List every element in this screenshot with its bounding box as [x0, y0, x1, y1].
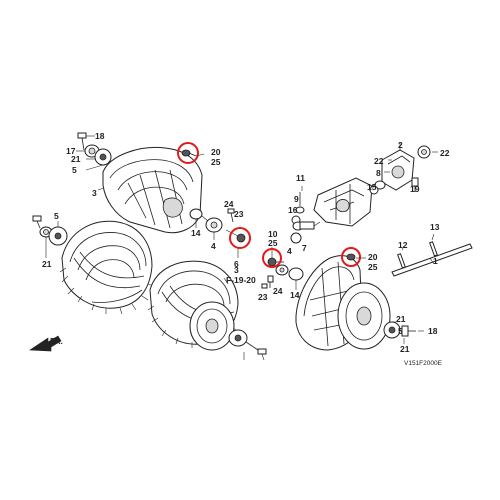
leader-lines [97, 153, 366, 285]
highlight-circle-bolt-20-right [341, 247, 361, 267]
drawing-code: V151F2000E [404, 360, 443, 367]
auger-shaft [391, 233, 473, 277]
part-label-2: 2 [398, 140, 403, 150]
part-label-21: 21 [71, 154, 81, 164]
part-label-24: 24 [273, 286, 283, 296]
highlight-circle-bolt-20-upper [177, 142, 199, 164]
bearing-stack-upper-left [76, 132, 112, 171]
part-label-1: 1 [433, 256, 438, 266]
part-label-14: 14 [290, 290, 300, 300]
part-label-25: 25 [368, 262, 378, 272]
bearing-stack-right [392, 321, 424, 344]
part-label-21: 21 [396, 314, 406, 324]
chute-base-assembly [369, 142, 438, 195]
impeller-disk-center [189, 301, 267, 361]
part-label-19: 19 [410, 184, 420, 194]
auger-blade-left [59, 220, 155, 315]
auger-housing-upper [102, 146, 203, 234]
part-label-22: 22 [440, 148, 450, 158]
part-label-8: 8 [376, 168, 381, 178]
part-label-20: 20 [211, 147, 221, 157]
part-label-25-middle: 3 [234, 265, 239, 275]
part-label-22: 22 [374, 156, 384, 166]
part-label-5: 5 [398, 326, 403, 336]
highlight-circle-bolt-4-right [262, 248, 282, 268]
part-label-4: 4 [287, 246, 292, 256]
part-label-25: 25 [268, 238, 278, 248]
part-label-14: 14 [191, 228, 201, 238]
part-label-5: 5 [72, 165, 77, 175]
part-label-23: 23 [258, 292, 268, 302]
part-label-20: 20 [368, 252, 378, 262]
part-label-4: 4 [211, 241, 216, 251]
part-label-6: 6 [234, 259, 239, 269]
part-label-21: 21 [400, 344, 410, 354]
highlight-markers [177, 142, 361, 268]
part-label-24: 24 [224, 199, 234, 209]
highlight-circle-bolt-4-left [229, 227, 251, 249]
part-label-16: 16 [288, 205, 298, 215]
bearing-stack-left [32, 215, 68, 258]
part-label-15: 15 [367, 182, 377, 192]
part-label-23: 23 [234, 209, 244, 219]
figure-reference-label: F-19-20 [226, 275, 256, 285]
shaft-parts-middle [189, 208, 246, 258]
part-label-12: 12 [398, 240, 408, 250]
part-labels: 18 17 21 5 20 25 3 5 21 24 23 14 4 6 25 … [42, 131, 450, 354]
front-direction-arrow: FR. [29, 335, 63, 352]
impeller-assembly-right [295, 255, 416, 351]
part-label-10: 10 [268, 229, 278, 239]
part-label-5: 5 [54, 211, 59, 221]
part-label-21: 21 [42, 259, 52, 269]
part-label-11: 11 [296, 173, 305, 183]
part-label-9: 9 [294, 194, 299, 204]
shaft-parts-right [261, 247, 304, 290]
part-label-25: 25 [211, 157, 221, 167]
part-label-17: 17 [66, 146, 76, 156]
part-label-18: 18 [95, 131, 105, 141]
part-label-18: 18 [428, 326, 438, 336]
fr-label: FR. [50, 337, 63, 346]
part-label-3: 3 [92, 188, 97, 198]
part-label-13: 13 [430, 222, 440, 232]
gearbox-housing [290, 177, 373, 244]
part-label-7: 7 [302, 243, 307, 253]
